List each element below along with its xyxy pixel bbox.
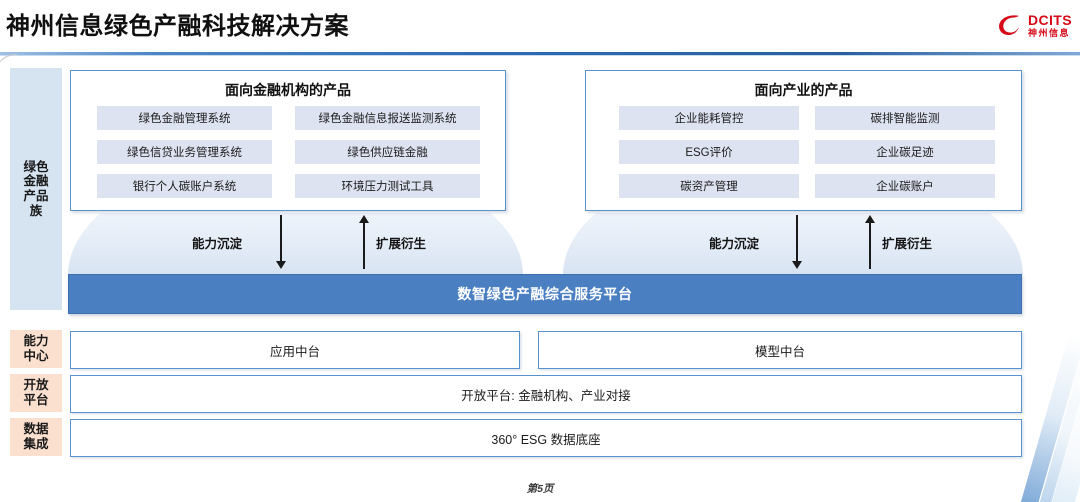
sidebar-label-open-platform: 开放平台 (23, 378, 49, 407)
logo-wordmark-cn: 神州信息 (1028, 27, 1071, 38)
sidebar-item-green-finance-product-family[interactable]: 绿色金融产品族 (10, 68, 62, 310)
product-tile[interactable]: 绿色金融信息报送监测系统 (295, 106, 480, 130)
flow-label-expansion-derivation: 扩展衍生 (882, 237, 933, 251)
logo-wordmark-en: DCITS (1028, 11, 1072, 28)
product-tile[interactable]: 企业碳足迹 (815, 140, 995, 164)
flow-label-capability-precipitation: 能力沉淀 (709, 237, 760, 251)
dcits-swoosh-icon (999, 15, 1019, 36)
platform-bar[interactable]: 数智绿色产融综合服务平台 (68, 274, 1022, 314)
sidebar-label-data-integration: 数据集成 (23, 422, 49, 451)
product-tile[interactable]: 绿色金融管理系统 (97, 106, 272, 130)
arrow-up-icon (864, 215, 876, 269)
arrow-up-icon (358, 215, 370, 269)
sidebar-item-capability-center[interactable]: 能力中心 (10, 330, 62, 368)
page-number: 第5页 (526, 483, 554, 495)
sidebar-item-open-platform[interactable]: 开放平台 (10, 374, 62, 412)
product-tile[interactable]: 企业能耗管控 (619, 106, 799, 130)
product-tile[interactable]: 银行个人碳账户系统 (97, 174, 272, 198)
data-foundation-box-label: 360° ESG 数据底座 (491, 432, 601, 447)
capability-box-application-middle-platform[interactable]: 应用中台 (70, 331, 520, 369)
capability-box-label: 模型中台 (754, 344, 805, 359)
left-edge-decoration (0, 54, 17, 502)
product-tile[interactable]: ESG评价 (619, 140, 799, 164)
header-divider-soft (0, 55, 1080, 56)
header-divider (0, 52, 1080, 55)
sidebar-label-capability-center: 能力中心 (23, 334, 49, 363)
dcits-logo: DCITS 神州信息 (997, 8, 1072, 42)
product-tile[interactable]: 环境压力测试工具 (295, 174, 480, 198)
platform-bar-label: 数智绿色产融综合服务平台 (457, 286, 633, 302)
hill-decoration-left (68, 213, 523, 275)
slide-header: 神州信息绿色产融科技解决方案 DCITS 神州信息 (0, 0, 1080, 56)
capability-box-model-middle-platform[interactable]: 模型中台 (538, 331, 1022, 369)
product-tile[interactable]: 碳排智能监测 (815, 106, 995, 130)
open-platform-box-label: 开放平台: 金融机构、产业对接 (461, 388, 631, 403)
arrow-down-icon (791, 215, 803, 269)
product-tile[interactable]: 绿色信贷业务管理系统 (97, 140, 272, 164)
product-tile[interactable]: 绿色供应链金融 (295, 140, 480, 164)
sidebar-item-data-integration[interactable]: 数据集成 (10, 418, 62, 456)
sidebar-label-green-finance-product-family: 绿色金融产品族 (23, 159, 49, 218)
panel-title-financial: 面向金融机构的产品 (225, 82, 351, 98)
open-platform-box[interactable]: 开放平台: 金融机构、产业对接 (70, 375, 1022, 413)
flow-label-capability-precipitation: 能力沉淀 (192, 237, 243, 251)
flow-label-expansion-derivation: 扩展衍生 (376, 237, 427, 251)
data-foundation-box[interactable]: 360° ESG 数据底座 (70, 419, 1022, 457)
page-title: 神州信息绿色产融科技解决方案 (6, 13, 349, 40)
panel-title-industry: 面向产业的产品 (754, 82, 853, 98)
capability-box-label: 应用中台 (269, 344, 320, 359)
arrow-down-icon (275, 215, 287, 269)
product-tile[interactable]: 碳资产管理 (619, 174, 799, 198)
product-tile[interactable]: 企业碳账户 (815, 174, 995, 198)
